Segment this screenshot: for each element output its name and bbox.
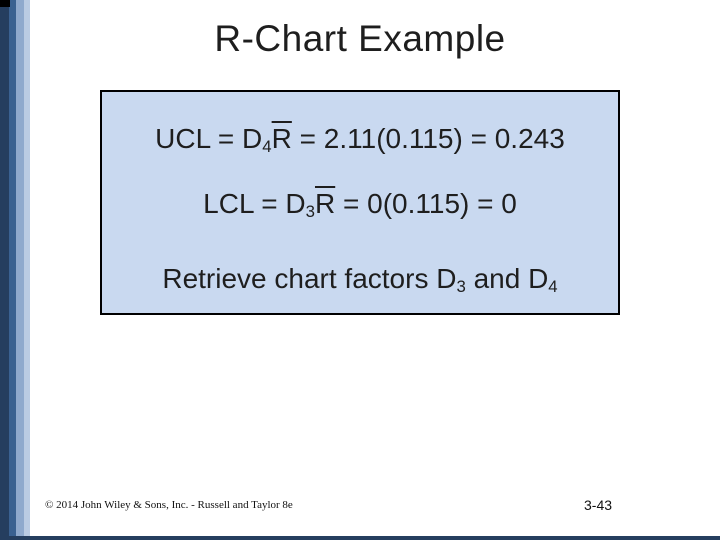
r-bar-symbol: R [271, 123, 292, 154]
lcl-equation-result: = 0(0.115) = 0 [335, 188, 517, 219]
top-left-black-square [0, 0, 10, 7]
content-box: UCL = D4R = 2.11(0.115) = 0.243 LCL = D3… [100, 90, 620, 315]
left-stripe-dark [0, 0, 9, 540]
lcl-subscript: 3 [305, 202, 315, 222]
left-stripe-lighter [24, 0, 30, 540]
d3-subscript: 3 [456, 277, 466, 297]
ucl-equation-line: UCL = D4R = 2.11(0.115) = 0.243 [102, 124, 618, 162]
lcl-equation-line: LCL = D3R = 0(0.115) = 0 [102, 189, 618, 227]
d4-subscript: 4 [548, 277, 558, 297]
retrieve-text-and: and D [465, 263, 549, 294]
bottom-border-bar [0, 536, 720, 540]
retrieve-text: Retrieve chart factors D [162, 263, 457, 294]
ucl-subscript: 4 [262, 137, 272, 157]
slide-number: 3-43 [584, 497, 613, 513]
footer-copyright: © 2014 John Wiley & Sons, Inc. - Russell… [45, 499, 293, 511]
left-stripe-medium [9, 0, 16, 540]
left-stripe-light [16, 0, 24, 540]
slide-title: R-Chart Example [214, 18, 506, 59]
retrieve-factors-line: Retrieve chart factors D3 and D4 [102, 264, 618, 302]
lcl-equation-prefix: LCL = D [203, 188, 306, 219]
ucl-equation-result: = 2.11(0.115) = 0.243 [291, 123, 565, 154]
r-bar-symbol: R [314, 188, 336, 219]
ucl-equation-prefix: UCL = D [155, 123, 263, 154]
